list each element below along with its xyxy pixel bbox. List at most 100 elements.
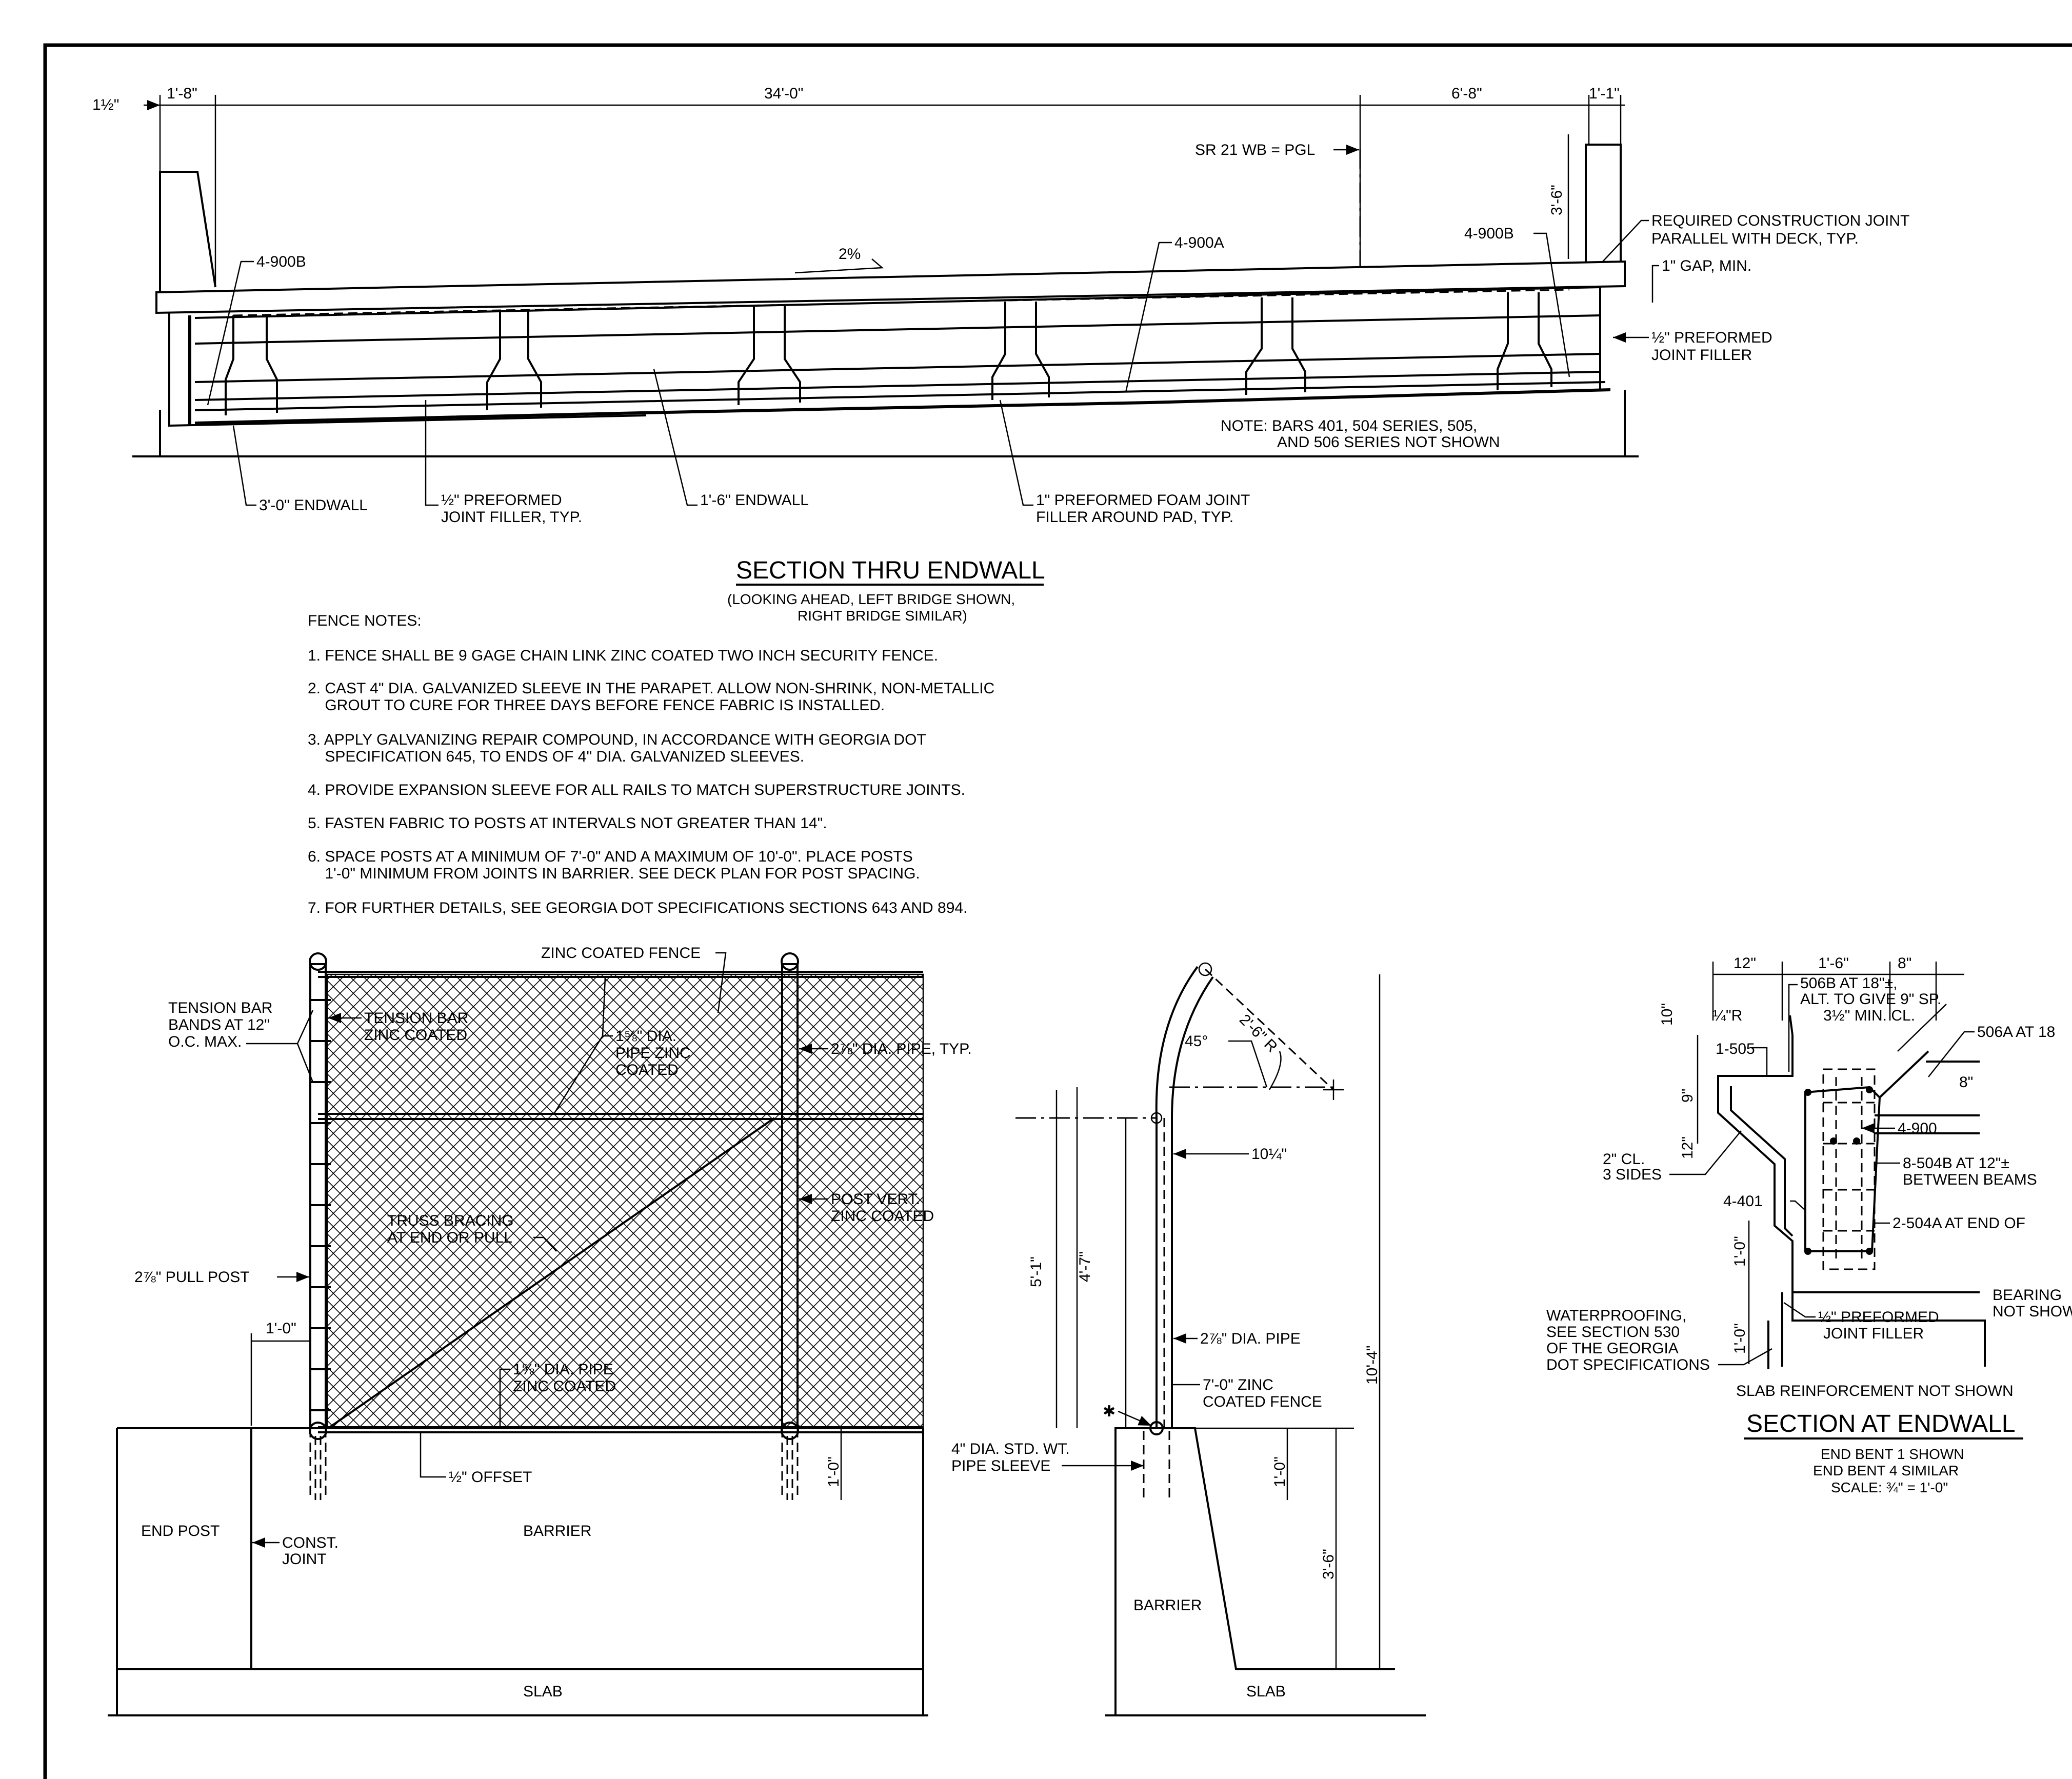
cl-2: 3 SIDES: [1603, 1166, 1662, 1183]
dim-1-0-fence: 1'-0": [266, 1320, 296, 1337]
sae-dim-9: 9": [1679, 1089, 1696, 1103]
bearing-1: BEARING: [1993, 1287, 2062, 1304]
truss-2: AT END OR PULL: [387, 1229, 512, 1246]
slab-note: SLAB REINFORCEMENT NOT SHOWN: [1736, 1383, 2014, 1400]
dim-1-0-right: 1'-0": [825, 1456, 842, 1487]
wp-2: SEE SECTION 530: [1546, 1324, 1680, 1341]
sae-sub-1: END BENT 1 SHOWN: [1821, 1446, 1964, 1462]
truss-1: TRUSS BRACING: [387, 1212, 514, 1229]
slope-label: 2%: [839, 246, 861, 263]
sae-sub-2: END BENT 4 SIMILAR: [1813, 1463, 1959, 1478]
callout-filler-2: JOINT FILLER, TYP.: [441, 509, 582, 526]
sae-dim-1-6: 1'-6": [1818, 955, 1849, 972]
offset-label: ½" OFFSET: [449, 1469, 532, 1486]
dim-4-7: 4'-7": [1077, 1251, 1093, 1282]
note-7-line-1: 7. FOR FURTHER DETAILS, SEE GEORGIA DOT …: [308, 900, 967, 916]
tension-bar-1: TENSION BAR: [364, 1010, 468, 1027]
pipe-label: 2⅞" DIA. PIPE: [1200, 1330, 1301, 1347]
joint-note-1: REQUIRED CONSTRUCTION JOINT: [1651, 212, 1909, 229]
sleeve-2: PIPE SLEEVE: [951, 1457, 1050, 1474]
const-joint-1: CONST.: [282, 1534, 338, 1551]
dim-1-0-section: 1'-0": [1271, 1456, 1288, 1487]
star-mark: ✱: [1103, 1403, 1115, 1420]
dim-34-0: 34'-0": [764, 85, 803, 102]
bearing-2: NOT SHOW: [1993, 1303, 2072, 1320]
radius-quarter: ¼"R: [1713, 1007, 1742, 1024]
sae-dim-8b: 8": [1959, 1074, 1973, 1091]
gap-label: 1" GAP, MIN.: [1662, 257, 1751, 274]
section-at-endwall: 12" 1'-6" 8" 506B AT 18"±, ALT. TO GIVE …: [1546, 955, 2072, 1495]
bar-4-900b-left: 4-900B: [256, 253, 306, 270]
section-thru-endwall-sub-2: RIGHT BRIDGE SIMILAR): [798, 608, 967, 624]
pipe-top-2: PIPE ZINC: [615, 1045, 691, 1062]
note-3-line-1: 3. APPLY GALVANIZING REPAIR COMPOUND, IN…: [308, 731, 926, 748]
bar-504a: 2-504A AT END OF: [1892, 1215, 2025, 1232]
section-barrier: BARRIER: [1133, 1597, 1202, 1614]
sleeve-1: 4" DIA. STD. WT.: [951, 1441, 1070, 1457]
pipe-top-3: COATED: [615, 1062, 679, 1078]
sae-sub-3: SCALE: ¾" = 1'-0": [1831, 1480, 1948, 1495]
fence-notes-heading: FENCE NOTES:: [308, 612, 422, 629]
pipe-top-1: 1⅝" DIA.: [615, 1028, 676, 1045]
bar-401: 4-401: [1723, 1193, 1763, 1210]
tension-bar-bands-2: BANDS AT 12": [168, 1016, 270, 1033]
cl-1: 2" CL.: [1603, 1151, 1645, 1168]
angle-label: 45°: [1185, 1033, 1208, 1050]
filler-right-2: JOINT FILLER: [1651, 347, 1752, 364]
dim-6-8: 6'-8": [1451, 85, 1482, 102]
callout-filler-1: ½" PREFORMED: [441, 492, 562, 509]
tension-bar-2: ZINC COATED: [364, 1027, 467, 1044]
note-6-line-2: 1'-0" MINIMUM FROM JOINTS IN BARRIER. SE…: [308, 865, 920, 882]
dim-left: 1½": [92, 96, 119, 113]
sae-filler-2: JOINT FILLER: [1823, 1325, 1924, 1342]
note-line-1: NOTE: BARS 401, 504 SERIES, 505,: [1221, 417, 1477, 434]
bar-506a: 506A AT 18: [1977, 1024, 2055, 1041]
wp-1: WATERPROOFING,: [1546, 1307, 1686, 1324]
sae-filler-1: ½" PREFORMED: [1818, 1309, 1939, 1326]
sae-dim-1-0a: 1'-0": [1731, 1236, 1748, 1267]
barrier-label: BARRIER: [523, 1523, 591, 1540]
tension-bar-bands-3: O.C. MAX.: [168, 1033, 242, 1050]
note-line-2: AND 506 SERIES NOT SHOWN: [1277, 434, 1500, 451]
end-post-label: END POST: [141, 1523, 220, 1540]
bar-506b-1: 506B AT 18"±,: [1800, 975, 1897, 992]
note-3-line-2: SPECIFICATION 645, TO ENDS OF 4" DIA. GA…: [308, 748, 804, 765]
dim-1-8: 1'-8": [167, 85, 197, 102]
callout-endwall-1-6: 1'-6" ENDWALL: [700, 492, 809, 509]
post-vert-1: POST VERT.: [831, 1191, 920, 1208]
section-slab: SLAB: [1246, 1683, 1286, 1700]
bar-4-900b-right: 4-900B: [1464, 225, 1514, 242]
sae-dim-10: 10": [1659, 1003, 1676, 1026]
note-5-line-1: 5. FASTEN FABRIC TO POSTS AT INTERVALS N…: [308, 815, 827, 832]
const-joint-2: JOINT: [282, 1551, 327, 1568]
pull-post: 2⅞" PULL POST: [134, 1269, 250, 1286]
sae-dim-1-0b: 1'-0": [1731, 1323, 1748, 1354]
callout-foam-2: FILLER AROUND PAD, TYP.: [1036, 509, 1233, 526]
sae-dim-8: 8": [1898, 955, 1911, 972]
bar-4-900: 4-900: [1898, 1120, 1937, 1137]
bar-506b-2: ALT. TO GIVE 9" SP.: [1800, 991, 1941, 1008]
callout-endwall-3-0: 3'-0" ENDWALL: [259, 497, 368, 514]
fence-notes: FENCE NOTES: 1. FENCE SHALL BE 9 GAGE CH…: [308, 612, 994, 916]
bar-4-900a: 4-900A: [1174, 234, 1224, 251]
dim-1-1: 1'-1": [1589, 85, 1620, 102]
filler-right-1: ½" PREFORMED: [1651, 329, 1772, 346]
post-vert-2: ZINC COATED: [831, 1208, 934, 1225]
fence-section: 2'-6" R 45° 10¼" 5'-1" 4'-7" 10'-4" 2⅞" …: [951, 962, 1426, 1716]
callout-foam-1: 1" PREFORMED FOAM JOINT: [1036, 492, 1250, 509]
note-2-line-1: 2. CAST 4" DIA. GALVANIZED SLEEVE IN THE…: [308, 680, 994, 697]
dim-parapet: 3'-6": [1548, 185, 1565, 215]
section-at-endwall-title: SECTION AT ENDWALL: [1746, 1410, 2016, 1437]
note-6-line-1: 6. SPACE POSTS AT A MINIMUM OF 7'-0" AND…: [308, 848, 913, 865]
section-thru-endwall-title: SECTION THRU ENDWALL: [736, 557, 1045, 584]
wp-4: DOT SPECIFICATIONS: [1546, 1356, 1710, 1373]
dim-5-1: 5'-1": [1028, 1256, 1045, 1287]
sae-dim-12b: 12": [1679, 1136, 1696, 1159]
fence-2: COATED FENCE: [1203, 1393, 1322, 1410]
dim-10-4: 10'-4": [1364, 1346, 1381, 1385]
section-thru-endwall: 1½" 1'-8" 34'-0" 6'-8" 1'-1" SR 21 WB = …: [92, 85, 1909, 624]
note-2-line-2: GROUT TO CURE FOR THREE DAYS BEFORE FENC…: [308, 697, 885, 714]
tension-bar-bands-1: TENSION BAR: [168, 1000, 272, 1016]
note-1-line-1: 1. FENCE SHALL BE 9 GAGE CHAIN LINK ZINC…: [308, 647, 938, 664]
